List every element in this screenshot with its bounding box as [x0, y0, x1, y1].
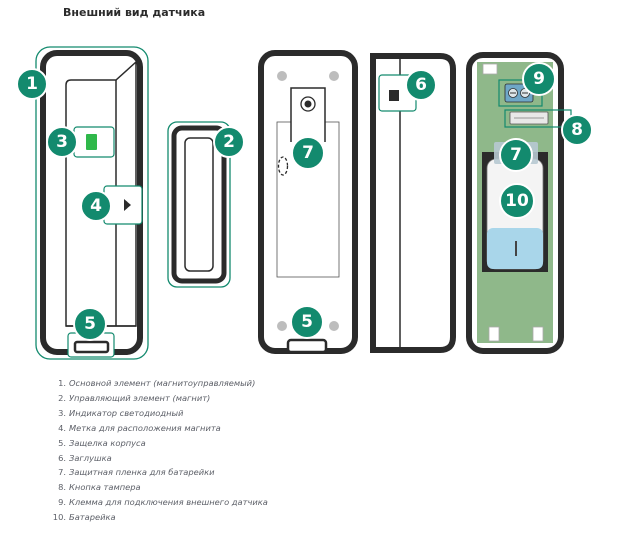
legend-item: 3.Индикатор светодиодный — [58, 407, 184, 418]
legend-item: 7.Защитная пленка для батарейки — [58, 467, 215, 478]
legend-item: 8.Кнопка тампера — [58, 482, 141, 493]
svg-text:5: 5 — [84, 314, 96, 334]
led-indicator — [86, 134, 97, 150]
magnet-element — [167, 121, 231, 288]
svg-text:10: 10 — [505, 191, 529, 211]
legend-list: 1.Основной элемент (магнитоуправляемый) … — [46, 376, 268, 525]
legend-item: 4.Метка для расположения магнита — [58, 422, 221, 433]
svg-text:6: 6 — [415, 75, 427, 95]
svg-text:9: 9 — [533, 69, 545, 89]
magnet-mark-arrow-icon — [124, 199, 131, 211]
svg-text:7: 7 — [302, 143, 314, 163]
svg-text:8: 8 — [571, 120, 583, 140]
main-element-open — [466, 52, 572, 354]
svg-text:2: 2 — [223, 132, 235, 152]
legend-item: 5.Защелка корпуса — [58, 437, 146, 448]
badge-8: 8 — [561, 114, 593, 146]
svg-text:7: 7 — [510, 145, 522, 165]
legend-item: 2.Управляющий элемент (магнит) — [58, 392, 211, 403]
legend-item: 10.Батарейка — [52, 512, 116, 523]
badge-7-back: 7 — [291, 136, 325, 170]
main-element-back — [258, 50, 358, 354]
svg-text:5: 5 — [301, 312, 313, 332]
page-title: Внешний вид датчика — [63, 6, 206, 19]
badge-10: 10 — [499, 183, 535, 219]
badge-6: 6 — [405, 69, 437, 101]
legend-item: 9.Клемма для подключения внешнего датчик… — [58, 497, 268, 508]
main-element-side — [370, 53, 456, 353]
legend-item: 6.Заглушка — [58, 452, 112, 463]
plug — [389, 90, 399, 101]
case-latch — [73, 340, 110, 354]
svg-text:1: 1 — [26, 74, 38, 94]
legend-item: 1.Основной элемент (магнитоуправляемый) — [58, 378, 256, 388]
badge-3: 3 — [46, 126, 78, 158]
svg-text:4: 4 — [90, 196, 102, 216]
badge-1: 1 — [16, 68, 48, 100]
badge-5-back: 5 — [290, 305, 324, 339]
sensor-diagram: 1 3 4 5 2 7 5 6 9 8 7 10 — [16, 46, 593, 360]
badge-7-open: 7 — [499, 138, 533, 172]
badge-5-front: 5 — [73, 307, 107, 341]
svg-text:3: 3 — [56, 132, 68, 152]
badge-2: 2 — [213, 126, 245, 158]
badge-4: 4 — [80, 190, 112, 222]
badge-9: 9 — [522, 62, 556, 96]
